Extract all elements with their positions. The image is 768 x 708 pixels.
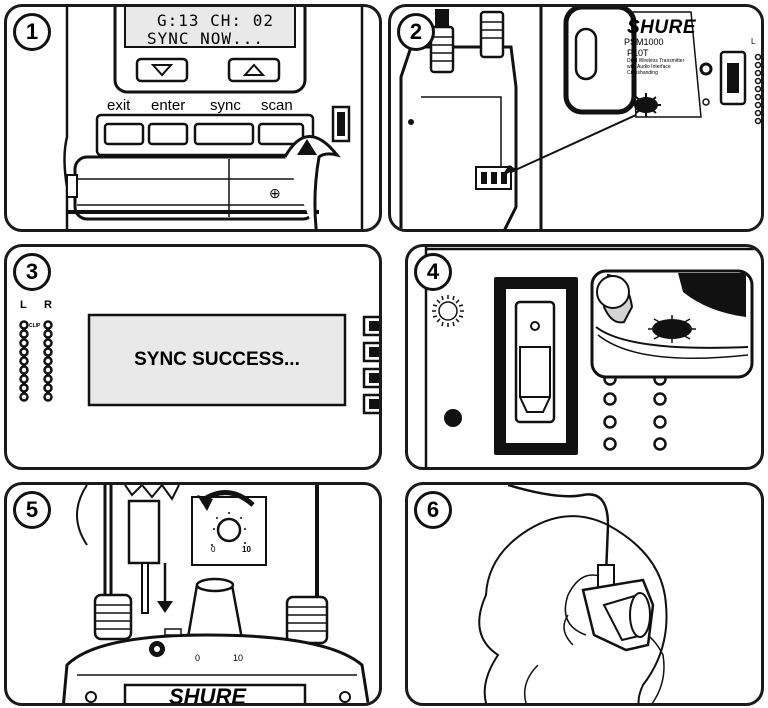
step-2-panel: 2 [388,4,764,232]
meter-left-label: L [20,299,27,311]
step-number-1: 1 [13,13,51,51]
step-number-6: 6 [414,491,452,529]
step-4-panel: 4 [405,244,764,470]
sync-led-burst [432,295,464,327]
clip-label: CLIP [29,323,40,329]
step-5-illustration [7,485,382,706]
step-number-4: 4 [414,253,452,291]
enter-label: enter [151,97,185,114]
sync-button[interactable] [195,124,253,144]
step-6-illustration [408,485,764,706]
knob-min-label: 0 [195,653,200,663]
step-2-illustration [391,7,764,232]
knob-max-label: 10 [233,653,243,663]
step-number-5: 5 [13,491,51,529]
meter-right-label: R [44,299,52,311]
scan-label: scan [261,97,293,114]
step-6-panel: 6 [405,482,764,706]
step-number-3: 3 [13,253,51,291]
step-4-illustration [408,247,764,470]
shure-logo: SHURE [627,17,696,39]
step-3-panel: 3 L R CLIP SYNC SUCCESS... [4,244,382,470]
step-number-2: 2 [397,13,435,51]
step-5-panel: 5 [4,482,382,706]
model-label: PSM1000 [624,37,664,47]
sync-success-text: SYNC SUCCESS... [89,349,345,371]
level-meter [21,322,52,401]
dial-min-label: 0 [211,545,215,554]
enter-button[interactable] [149,124,187,144]
battery-plus-symbol: ⊕ [269,185,281,202]
exit-button[interactable] [105,124,143,144]
step-1-panel: 1 G:13 CH: 02 SYNC NOW... exit enter [4,4,382,232]
bodypack-shure-logo: SHURE [169,684,246,706]
unit-label: P10T [627,48,649,58]
desc-line-3: Crosshanding [627,70,658,76]
ir-port-burst [648,315,696,343]
channel-l-label: L [751,37,755,46]
up-arrow-button[interactable] [229,59,279,81]
lcd-line-2: SYNC NOW... [147,29,264,48]
exit-label: exit [107,97,130,114]
lcd-line-1: G:13 CH: 02 [157,11,274,30]
sync-label: sync [210,97,241,114]
down-arrow-button[interactable] [137,59,187,81]
dial-max-label: 10 [242,545,251,554]
